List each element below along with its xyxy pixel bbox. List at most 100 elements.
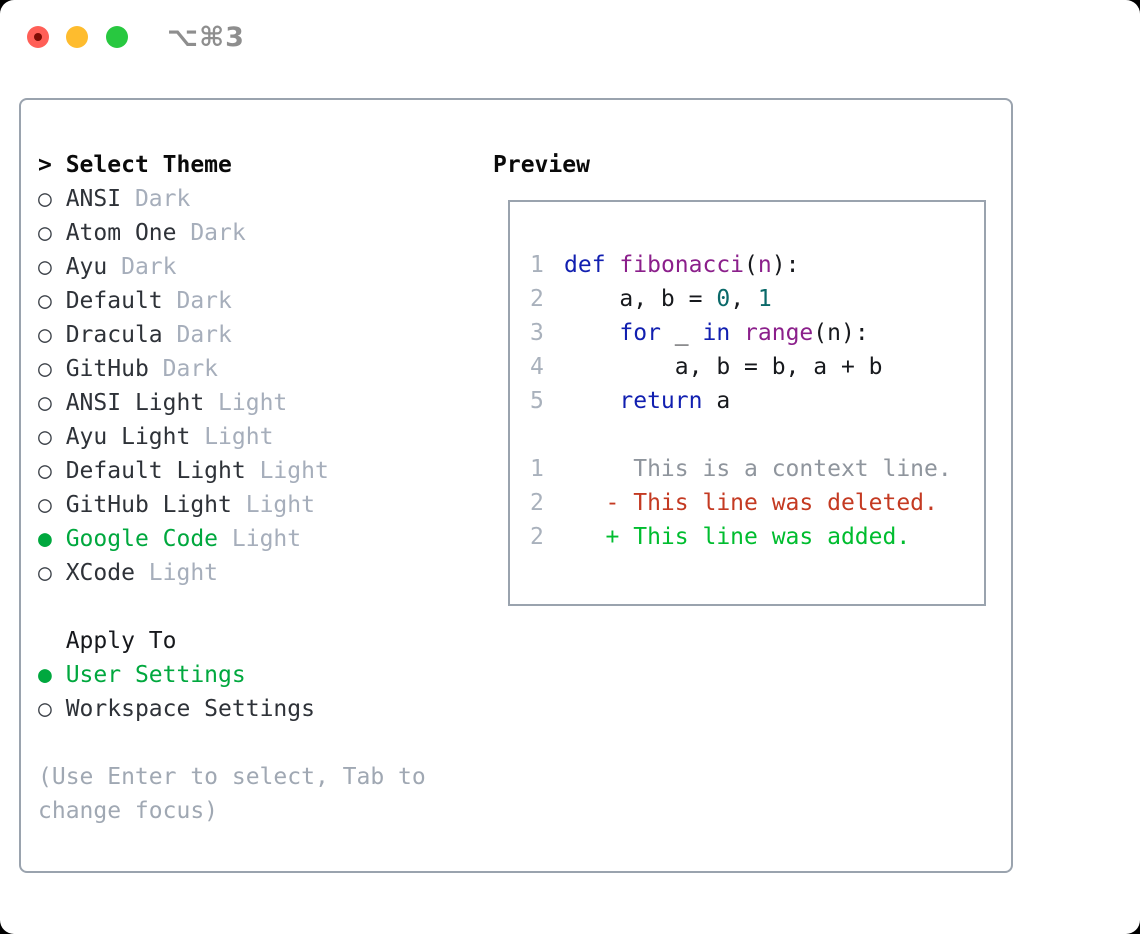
code-token: 1 [757,286,772,312]
code-token: 0 [716,286,731,312]
radio-selected-icon: ● [38,662,66,688]
code-token: def [564,252,606,278]
theme-option[interactable]: ○ Default Dark [38,284,426,318]
code-token [564,320,619,346]
theme-name: Dracula [65,322,177,348]
code-token: return [619,388,703,414]
line-number: 1 [530,252,544,278]
theme-option[interactable]: ○ ANSI Dark [38,182,426,216]
diff-line-added: 2 + This line was added. [530,520,984,554]
titlebar: ⌥⌘3 [0,0,1140,74]
theme-variant: Light [259,458,329,484]
line-number: 4 [530,354,544,380]
theme-variant: Light [204,424,274,450]
help-text-line: (Use Enter to select, Tab to [38,764,426,790]
theme-name: Default Light [65,458,260,484]
theme-list: > Select Theme○ ANSI Dark○ Atom One Dark… [38,148,426,828]
diff-text: - This line was deleted. [564,490,938,516]
theme-variant: Light [148,560,219,586]
help-text: (Use Enter to select, Tab to [38,760,426,794]
theme-selector-panel: > Select Theme○ ANSI Dark○ Atom One Dark… [19,98,1013,873]
radio-selected-icon: ● [38,526,66,552]
theme-variant: Light [231,526,302,552]
theme-option[interactable]: ● Google Code Light [38,522,426,556]
theme-option[interactable]: ○ Default Light Light [38,454,426,488]
theme-name: ANSI Light [65,390,219,416]
help-text-line: change focus) [38,798,219,824]
apply-to-option[interactable]: ○ Workspace Settings [38,692,426,726]
theme-option[interactable]: ○ Ayu Dark [38,250,426,284]
theme-name: XCode [65,560,149,586]
code-token: range [744,320,814,346]
theme-option[interactable]: ○ Dracula Dark [38,318,426,352]
code-token: ( [744,252,758,278]
theme-name: Atom One [65,220,191,246]
radio-unselected-icon: ○ [38,424,66,450]
apply-to-header: Apply To [38,624,426,658]
code-token: a, b = [564,286,717,312]
theme-option[interactable]: ○ GitHub Dark [38,352,426,386]
code-line: 4 a, b = b, a + b [530,350,984,384]
theme-option[interactable]: ○ GitHub Light Light [38,488,426,522]
unsaved-changes-dot-icon [34,33,42,41]
code-token: in [702,320,731,346]
code-line: 2 a, b = 0, 1 [530,282,984,316]
code-token [730,320,744,346]
line-number: 2 [530,286,544,312]
theme-name: Default [65,288,177,314]
theme-variant: Light [218,390,288,416]
code-token: , [730,286,758,312]
diff-text: This is a context line. [564,456,952,482]
theme-variant: Dark [190,220,246,246]
line-number: 2 [530,524,544,550]
code-token: (n): [813,320,869,346]
line-number: 2 [530,490,544,516]
code-line: 5 return a [530,384,984,418]
theme-name: GitHub [65,356,163,382]
code-token: ): [771,252,800,278]
radio-unselected-icon: ○ [38,492,66,518]
apply-to-option-label: Workspace Settings [65,696,315,722]
theme-variant: Light [245,492,315,518]
close-button[interactable] [27,26,49,48]
apply-to-option[interactable]: ● User Settings [38,658,426,692]
maximize-button[interactable] [106,26,128,48]
theme-variant: Dark [121,254,177,280]
select-theme-header: > Select Theme [38,148,426,182]
spacer [38,590,426,624]
code-token: n [757,252,772,278]
radio-unselected-icon: ○ [38,254,66,280]
line-number: 1 [530,456,544,482]
theme-option[interactable]: ○ Ayu Light Light [38,420,426,454]
line-number: 3 [530,320,544,346]
diff-line-deleted: 2 - This line was deleted. [530,486,984,520]
theme-option[interactable]: ○ XCode Light [38,556,426,590]
select-theme-label: Select Theme [65,152,232,178]
theme-option[interactable]: ○ ANSI Light Light [38,386,426,420]
window-shortcut-label: ⌥⌘3 [167,22,245,53]
minimize-button[interactable] [66,26,88,48]
apply-to-option-label: User Settings [65,662,246,688]
theme-name: ANSI [65,186,135,212]
diff-text: + This line was added. [564,524,911,550]
help-text: change focus) [38,794,426,828]
radio-unselected-icon: ○ [38,186,66,212]
theme-variant: Dark [176,322,232,348]
theme-name: Google Code [65,526,232,552]
theme-variant: Dark [134,186,191,212]
code-token: for [619,320,661,346]
spacer [38,726,426,760]
selection-caret-icon: > [38,152,66,178]
code-token [606,252,620,278]
radio-unselected-icon: ○ [38,356,66,382]
preview-title: Preview [493,152,590,178]
code-line: 3 for _ in range(n): [530,316,984,350]
theme-name: Ayu [65,254,122,280]
code-token: a, b = b, a + b [564,354,883,380]
code-token: a [702,388,731,414]
theme-variant: Dark [176,288,232,314]
theme-option[interactable]: ○ Atom One Dark [38,216,426,250]
